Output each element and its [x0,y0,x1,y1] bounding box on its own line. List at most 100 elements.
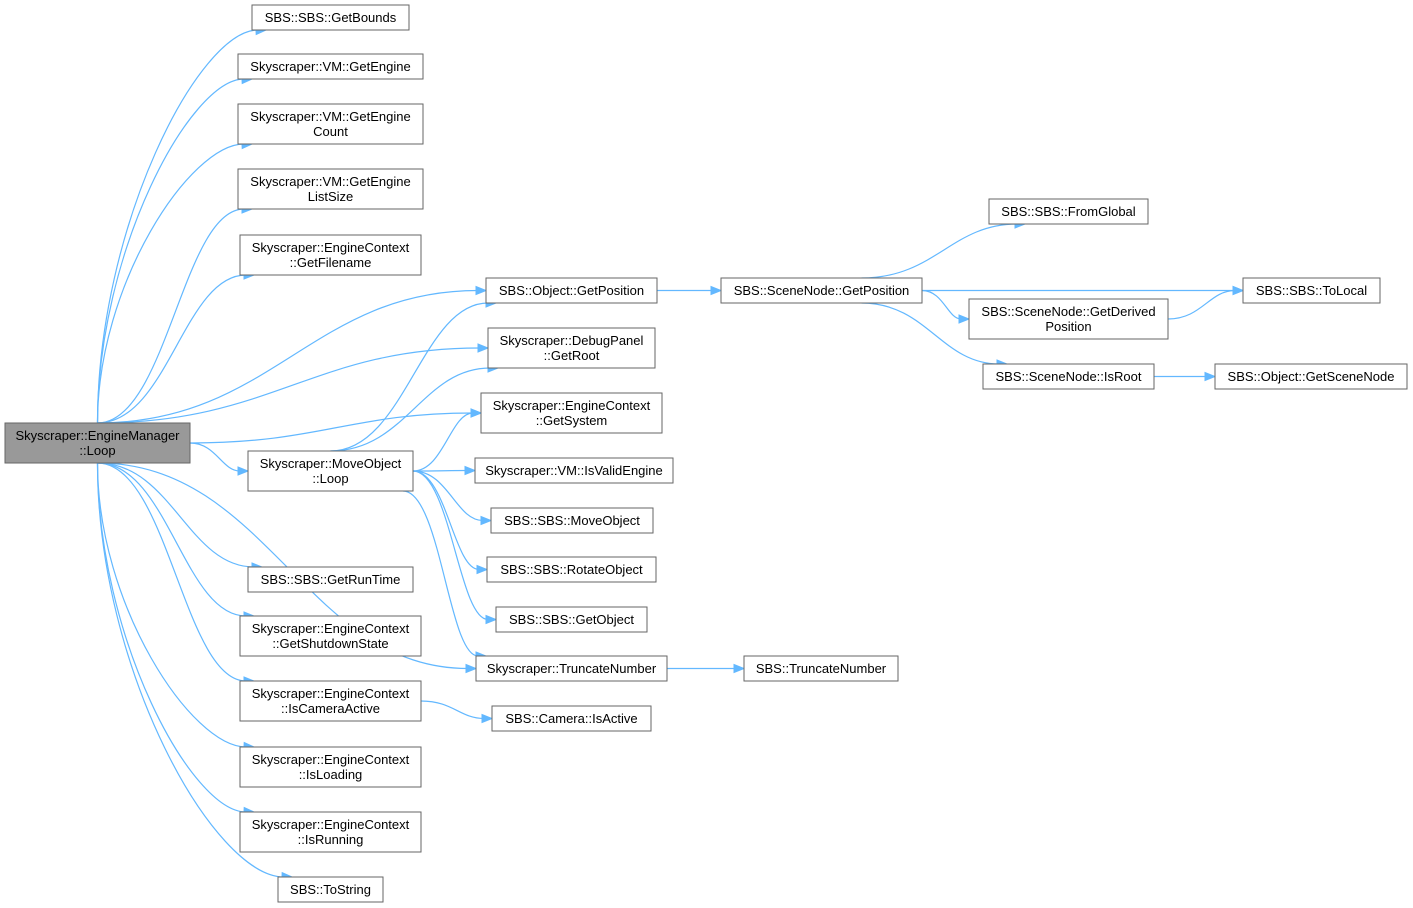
arrow-head [476,564,489,575]
edge-root-to-moveobjloop [189,442,250,476]
node-label: SBS::Object::GetSceneNode [1228,369,1395,384]
node-fromglobal[interactable]: SBS::SBS::FromGlobal [988,198,1149,225]
node-box [480,392,663,434]
node-isroot[interactable]: SBS::SceneNode::IsRoot [982,363,1155,390]
node-isrunning[interactable]: Skyscraper::EngineContext::IsRunning [239,811,422,853]
node-label: ::Loop [312,471,348,486]
arrow-head [237,466,250,476]
node-box [247,450,414,492]
node-isvalidengine[interactable]: Skyscraper::VM::IsValidEngine [474,457,674,484]
node-getobject[interactable]: SBS::SBS::GetObject [495,606,648,633]
node-box [239,680,422,722]
edge-line [96,143,245,424]
node-sbsmoveobject[interactable]: SBS::SBS::MoveObject [490,507,654,534]
edge-line [420,700,485,720]
node-box [491,705,652,732]
edge-line [96,462,247,813]
node-label: ::IsCameraActive [281,701,380,716]
node-label: Skyscraper::VM::GetEngine [250,59,410,74]
node-label: SBS::SBS::MoveObject [504,513,640,528]
edge-line [97,462,469,670]
edge-line [189,412,474,444]
edge-line [861,302,1000,365]
node-root[interactable]: Skyscraper::EngineManager::Loop [4,422,191,464]
node-label: SBS::SceneNode::GetPosition [734,283,910,298]
edge-line [97,347,481,424]
node-box [1242,277,1381,304]
node-layer: Skyscraper::EngineManager::LoopSBS::SBS:… [4,4,1408,903]
node-label: ::IsLoading [299,767,363,782]
node-rotateobject[interactable]: SBS::SBS::RotateObject [486,556,657,583]
node-label: ::GetSystem [536,413,608,428]
arrow-head [710,285,723,296]
edge-line [97,208,245,424]
edge-line [330,367,491,452]
edge-moveobjloop-to-sbsmoveobject [412,470,493,526]
node-box [277,876,384,903]
node-getsystem[interactable]: Skyscraper::EngineContext::GetSystem [480,392,663,434]
node-label: Count [313,124,348,139]
arrow-head [481,713,494,724]
edge-root-to-debuggetroot [97,343,490,424]
arrow-head [1232,285,1245,296]
node-label: Skyscraper::EngineManager [15,428,180,443]
node-cameraisactive[interactable]: SBS::Camera::IsActive [491,705,652,732]
node-moveobjloop[interactable]: Skyscraper::MoveObject::Loop [247,450,414,492]
arrow-head [958,314,971,324]
node-box [743,655,899,682]
node-label: Skyscraper::TruncateNumber [487,661,657,676]
node-box [251,4,410,31]
edge-root-to-getshutdownstate [97,462,256,621]
node-box [237,168,424,210]
node-getshutdownstate[interactable]: Skyscraper::EngineContext::GetShutdownSt… [239,615,422,657]
node-sbstruncnumber[interactable]: SBS::TruncateNumber [743,655,899,682]
edge-scenegetposition-to-fromglobal [861,219,1027,279]
edge-root-to-isloading [96,462,256,752]
edge-scenegetposition-to-tolocal [922,285,1245,296]
node-label: ::GetFilename [290,255,372,270]
node-box [968,298,1169,340]
node-label: SBS::SceneNode::IsRoot [996,369,1142,384]
node-tolocal[interactable]: SBS::SBS::ToLocal [1242,277,1381,304]
edge-truncnumber-to-sbstruncnumber [667,663,746,674]
node-getbounds[interactable]: SBS::SBS::GetBounds [251,4,410,31]
node-tostring[interactable]: SBS::ToString [277,876,384,903]
node-getfilename[interactable]: Skyscraper::EngineContext::GetFilename [239,234,422,276]
node-debuggetroot[interactable]: Skyscraper::DebugPanel::GetRoot [487,327,656,369]
edge-root-to-getruntime [97,462,264,572]
node-truncnumber[interactable]: Skyscraper::TruncateNumber [475,655,668,682]
edge-root-to-getengine [96,74,254,424]
edge-moveobjloop-to-objgetposition [330,298,498,452]
node-label: SBS::Camera::IsActive [505,711,637,726]
node-box [720,277,923,304]
node-label: Skyscraper::EngineContext [493,398,651,413]
edge-line [96,78,245,424]
arrow-head [733,663,746,674]
node-getscenenode[interactable]: SBS::Object::GetSceneNode [1214,363,1408,390]
node-iscameraactive[interactable]: Skyscraper::EngineContext::IsCameraActiv… [239,680,422,722]
node-label: SBS::SBS::ToLocal [1256,283,1367,298]
node-box [247,566,414,593]
edge-line [97,274,247,424]
edge-line [96,29,259,424]
node-box [982,363,1155,390]
node-box [485,277,658,304]
edge-line [97,462,247,682]
node-isloading[interactable]: Skyscraper::EngineContext::IsLoading [239,746,422,788]
node-getruntime[interactable]: SBS::SBS::GetRunTime [247,566,414,593]
node-label: ListSize [308,189,354,204]
arrow-head [485,614,498,625]
edge-line [412,412,474,472]
node-box [239,746,422,788]
node-objgetposition[interactable]: SBS::Object::GetPosition [485,277,658,304]
edge-moveobjloop-to-getobject [412,470,498,625]
node-scenegetposition[interactable]: SBS::SceneNode::GetPosition [720,277,923,304]
node-getengine[interactable]: Skyscraper::VM::GetEngine [237,53,424,80]
edge-line [402,490,479,657]
edge-root-to-objgetposition [97,285,488,424]
edge-objgetposition-to-scenegetposition [657,285,723,296]
edge-line [97,462,247,617]
